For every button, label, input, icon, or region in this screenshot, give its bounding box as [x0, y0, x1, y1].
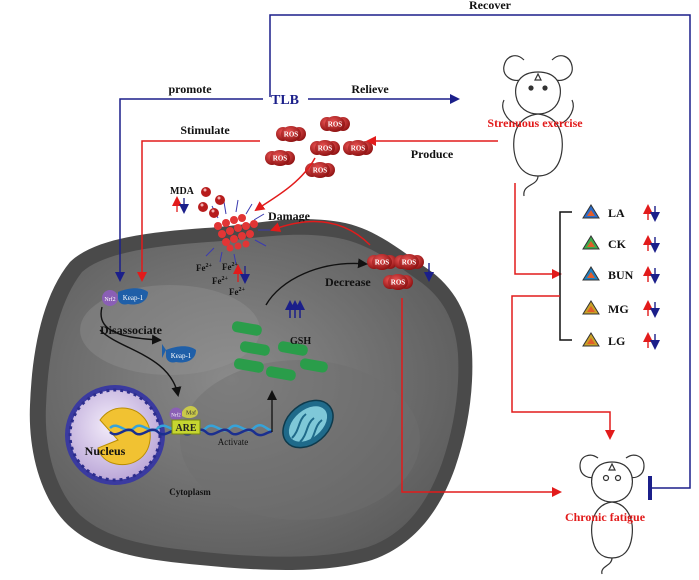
gsh-to-ros-arrow: [265, 258, 368, 306]
cytoplasm-label: Cytoplasm: [169, 487, 211, 497]
stimulate-label: Stimulate: [180, 123, 230, 137]
mda-updown-indicator: [172, 196, 189, 214]
tlb-label: TLB: [271, 93, 299, 108]
marker-label: BUN: [608, 268, 634, 282]
ros-label: ROS: [318, 145, 333, 153]
ros-label: ROS: [284, 131, 299, 139]
ros-label: ROS: [375, 259, 390, 267]
exercise-to-markers-line: [514, 183, 562, 279]
gpx4-proteins: [231, 321, 328, 381]
mouse-fatigue-icon: [579, 454, 645, 575]
decrease-to-fatigue-line: [401, 298, 562, 497]
ros-molecule: ROS: [394, 254, 424, 270]
disassociate-arrow-2: [99, 329, 182, 397]
markers-to-fatigue-line: [511, 295, 615, 440]
ros-molecule: ROS: [383, 274, 413, 290]
ros-label: ROS: [402, 259, 417, 267]
recover-label: Recover: [469, 0, 512, 12]
marker-item: MG: [582, 300, 660, 318]
fe-updown-indicator: [233, 264, 250, 284]
svg-text:Fe2+: Fe2+: [212, 276, 229, 286]
damage-label: Damage: [268, 209, 311, 223]
disassociate-label: Disassociate: [100, 323, 163, 337]
marker-item: CK: [582, 235, 660, 253]
ros-decrease-cluster: ROS ROS ROS: [367, 254, 424, 290]
marker-label: LA: [608, 206, 625, 220]
nucleus-label: Nucleus: [85, 444, 126, 458]
ros-molecule: ROS: [310, 140, 340, 156]
relieve-label: Relieve: [351, 82, 389, 96]
markers-bracket: [559, 211, 572, 341]
cell: [29, 219, 473, 571]
lipid-damage: [205, 199, 270, 265]
maf-label: Maf: [186, 410, 196, 417]
marker-list: LA CK BUN MG LG: [582, 204, 660, 350]
marker-label: LG: [608, 334, 625, 348]
marker-item: LA: [582, 204, 660, 222]
activate-label: Activate: [218, 437, 249, 447]
are-label: ARE: [175, 423, 196, 434]
strenuous-exercise-label: Strenuous exercise: [487, 116, 583, 130]
produce-label: Produce: [411, 147, 454, 161]
chronic-fatigue-label: Chronic fatigue: [565, 510, 646, 524]
disassociate-arrow-1: [100, 306, 162, 345]
ros-label: ROS: [273, 155, 288, 163]
svg-text:Fe2+: Fe2+: [196, 263, 213, 273]
mitochondrion: [282, 399, 334, 449]
are-box: [171, 419, 201, 435]
ros-to-damage-arrow: [254, 157, 316, 212]
marker-item: BUN: [582, 266, 660, 284]
ros-label: ROS: [391, 279, 406, 287]
mda-label: MDA: [170, 186, 195, 197]
keap1-free-label: Keap-1: [171, 352, 192, 360]
svg-text:Fe2+: Fe2+: [229, 287, 246, 297]
ros-cluster: ROS ROS ROS ROS ROS ROS: [265, 116, 373, 178]
promote-label: promote: [168, 82, 212, 96]
ros-molecule: ROS: [367, 254, 397, 270]
ros-label: ROS: [328, 121, 343, 129]
stimulate-line: [137, 140, 260, 282]
cell-cytoplasm: [45, 234, 459, 557]
mouse-exercise-icon: [502, 55, 574, 197]
gsh-label: GSH: [290, 336, 311, 347]
gsh-up-arrows: [285, 300, 305, 318]
are-complex: Nrf2 Maf ARE: [169, 406, 201, 435]
ros-molecule: ROS: [320, 116, 350, 132]
marker-label: MG: [608, 302, 629, 316]
mda-molecules: [198, 187, 225, 218]
promote-line: [115, 98, 263, 282]
ros-molecule: ROS: [343, 140, 373, 156]
nrf2-label: Nrf2: [104, 296, 115, 303]
keap1-free: Keap-1: [162, 344, 196, 363]
ros-label: ROS: [313, 167, 328, 175]
ros-label: ROS: [351, 145, 366, 153]
ros-molecule: ROS: [276, 126, 306, 142]
marker-item: LG: [582, 332, 660, 350]
nrf2-keap1: Nrf2 Keap-1: [102, 288, 148, 306]
ros-molecule: ROS: [265, 150, 295, 166]
nrf2-are-label: Nrf2: [171, 414, 181, 419]
ros-molecule: ROS: [305, 162, 335, 178]
decrease-label: Decrease: [325, 275, 371, 289]
decrease-to-damage-arrow: [270, 220, 371, 246]
recover-line: [269, 14, 691, 489]
marker-label: CK: [608, 237, 627, 251]
keap1-label: Keap-1: [123, 294, 144, 302]
